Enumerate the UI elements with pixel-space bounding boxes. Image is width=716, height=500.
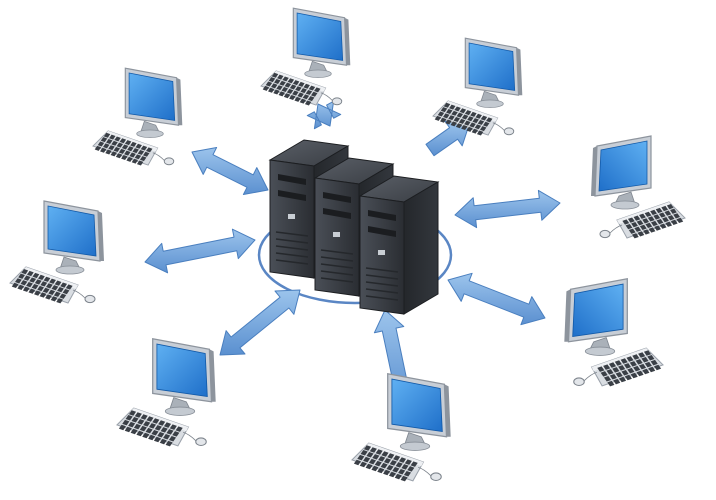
monitor <box>43 200 104 262</box>
mouse <box>195 437 207 447</box>
server-tower-3 <box>358 175 440 315</box>
mouse <box>503 127 515 136</box>
link-top-center-arrow <box>306 100 342 130</box>
workstation-right-lower <box>564 278 664 387</box>
monitor-screen <box>391 378 443 433</box>
workstation-bottom-left <box>116 338 216 447</box>
server-badge <box>288 214 295 219</box>
keyboard <box>116 407 190 447</box>
monitor <box>591 135 652 197</box>
keyboard <box>590 347 664 387</box>
mouse <box>599 229 611 239</box>
link-lower-right-arrow <box>447 272 546 326</box>
keyboard <box>432 100 499 136</box>
workstation-right-upper <box>591 135 686 239</box>
client-workstations <box>9 7 686 482</box>
monitor <box>292 7 351 66</box>
monitor <box>152 338 216 403</box>
keyboard <box>260 70 327 106</box>
monitor-screen <box>468 42 516 91</box>
keyboard <box>616 201 686 239</box>
server-cluster <box>268 139 440 315</box>
keyboard <box>351 442 425 482</box>
monitor-screen <box>572 283 624 338</box>
monitor-screen <box>296 12 344 61</box>
connection-arrows <box>144 100 561 407</box>
monitor-screen <box>156 343 208 398</box>
monitor-screen <box>47 205 97 257</box>
server-badge <box>378 250 385 255</box>
link-upper-left-arrow <box>191 147 269 195</box>
keyboard <box>9 266 79 304</box>
workstation-top-center <box>260 7 351 106</box>
workstation-left <box>9 200 104 304</box>
workstation-top-right <box>432 37 523 136</box>
mouse <box>331 97 343 106</box>
monitor-screen <box>128 72 176 121</box>
link-left-arrow <box>144 228 256 274</box>
mouse <box>430 472 442 482</box>
keyboard <box>92 130 159 166</box>
workstation-bottom-center <box>351 373 451 482</box>
monitor-screen <box>598 140 648 192</box>
server-badge <box>333 232 340 237</box>
link-right-arrow <box>454 189 561 229</box>
mouse <box>573 377 585 387</box>
workstation-top-left <box>92 67 183 166</box>
link-lower-left-arrow <box>219 289 301 356</box>
monitor <box>464 37 523 96</box>
monitor <box>564 278 628 343</box>
mouse <box>163 157 175 166</box>
mouse <box>84 294 96 304</box>
monitor <box>387 373 451 438</box>
monitor <box>124 67 183 126</box>
